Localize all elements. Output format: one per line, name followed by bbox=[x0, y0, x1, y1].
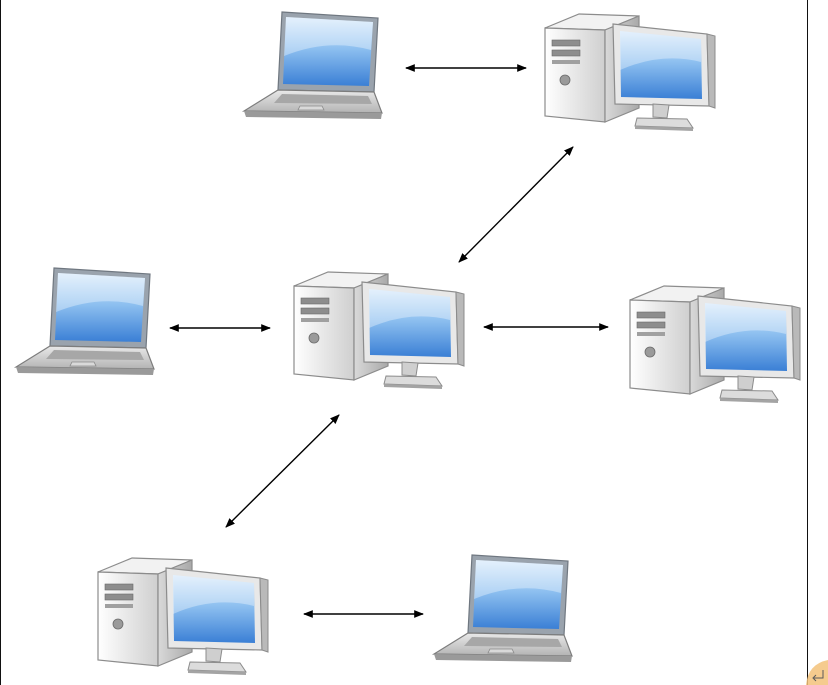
desktop-bottom-left bbox=[97, 557, 269, 676]
links bbox=[169, 64, 609, 618]
laptop-middle-left bbox=[15, 267, 155, 376]
return-mark-icon bbox=[806, 660, 828, 685]
arrow-desktop-top-right-to-desktop-center bbox=[458, 146, 574, 263]
laptop-icon bbox=[433, 554, 573, 663]
laptop-bottom-right bbox=[433, 554, 573, 663]
laptop-icon bbox=[15, 267, 155, 376]
desktop-computer-icon bbox=[97, 557, 269, 676]
laptop-icon bbox=[243, 11, 383, 120]
desktop-computer-icon bbox=[544, 13, 716, 132]
desktop-computer-icon bbox=[293, 271, 465, 390]
desktop-middle-right bbox=[629, 285, 801, 404]
nodes bbox=[15, 11, 801, 676]
laptop-top bbox=[243, 11, 383, 120]
arrow-desktop-center-to-desktop-bottom-left bbox=[225, 414, 340, 528]
desktop-top-right bbox=[544, 13, 716, 132]
desktop-computer-icon bbox=[629, 285, 801, 404]
desktop-center bbox=[293, 271, 465, 390]
